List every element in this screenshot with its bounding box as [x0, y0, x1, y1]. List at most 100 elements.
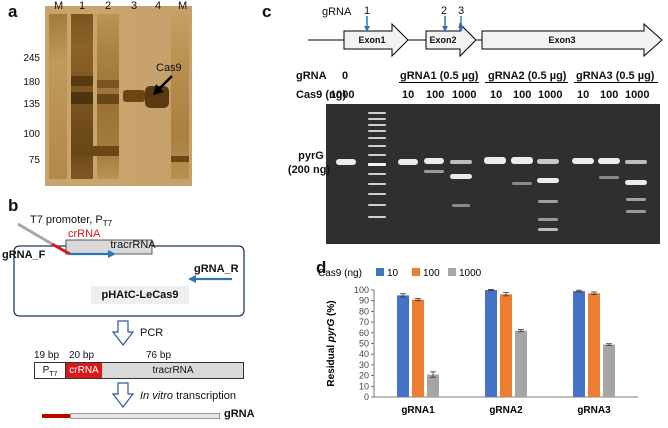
site-label: 3	[458, 5, 465, 17]
bar-gRNA2-1000	[515, 330, 527, 397]
gel-band	[71, 76, 93, 86]
pt7-segment: PT7	[35, 363, 66, 378]
marker-label: 180	[23, 77, 40, 88]
gel-band	[538, 200, 558, 203]
legend-swatch	[448, 268, 456, 276]
x-tick-label: gRNA2	[489, 405, 523, 416]
site-label: 1	[364, 5, 371, 17]
y-tick-label: 80	[359, 306, 369, 316]
gel-band	[537, 159, 559, 164]
group-underline	[485, 82, 568, 83]
group-underline	[574, 82, 658, 83]
y-tick-label: 20	[359, 371, 369, 381]
gel-band	[538, 228, 558, 231]
y-tick-label: 60	[359, 328, 369, 338]
x-tick-label: gRNA3	[577, 405, 611, 416]
pcr-product: PT7 crRNA tracrRNA	[34, 362, 244, 379]
gel-band	[71, 92, 93, 104]
bar-gRNA1-10	[397, 295, 409, 397]
group-label: gRNA2 (0.5 µg)	[488, 70, 567, 82]
gel-band	[598, 158, 620, 164]
dose-label: 100	[426, 89, 445, 101]
y-axis-label: Residual pyrG (%)	[326, 300, 337, 386]
y-tick-label: 100	[354, 285, 369, 295]
plasmid-label: pHAtC-LeCas9	[91, 286, 189, 304]
exon-label: Exon3	[548, 35, 576, 45]
group-label: gRNA3 (0.5 µg)	[576, 70, 655, 82]
bar-gRNA1-1000	[427, 374, 439, 397]
down-arrow-icon	[112, 382, 134, 408]
gel-band	[424, 158, 444, 164]
bar-gRNA3-100	[588, 293, 600, 397]
size-label: 76 bp	[146, 350, 172, 361]
y-tick-label: 40	[359, 349, 369, 359]
dose-label: 1000	[625, 89, 650, 101]
panel-c-label: c	[262, 2, 272, 21]
gel-lane-3-band	[123, 90, 145, 102]
gel-lane-marker-2	[171, 14, 189, 179]
dose-label: 10	[490, 89, 503, 101]
lane-label: 4	[155, 0, 162, 12]
legend-entry: 1000	[459, 268, 482, 279]
dose-label: 100	[600, 89, 619, 101]
lane-label: M	[54, 0, 64, 12]
lane-label: 2	[105, 0, 112, 12]
lane-label: 3	[131, 0, 138, 12]
group-underline	[399, 82, 479, 83]
tracrrna-segment: tracrRNA	[152, 365, 194, 376]
dose-label: 10	[402, 89, 415, 101]
gel-band	[424, 170, 444, 173]
y-tick-label: 0	[364, 392, 369, 402]
control-cas9-value: 1000	[330, 89, 355, 101]
gel-band	[626, 198, 646, 201]
gel-lane-marker-1	[49, 14, 67, 179]
legend-swatch	[376, 268, 384, 276]
dose-label: 1000	[538, 89, 563, 101]
grna-sites-label: gRNA	[322, 6, 352, 18]
gene-map-diagram	[308, 16, 663, 58]
y-tick-label: 70	[359, 317, 369, 327]
row-cas9-label: Cas9 (ng)	[296, 89, 347, 101]
down-arrow-icon	[112, 320, 134, 346]
gel-band	[625, 160, 647, 164]
exon-label: Exon1	[358, 35, 386, 45]
agarose-gel	[326, 104, 660, 244]
panel-b-label: b	[8, 196, 19, 215]
pyrg-label: pyrG	[298, 150, 324, 162]
panel-a-label: a	[8, 2, 18, 21]
t7-promoter-label: T7 promoter, PT7	[30, 214, 113, 229]
exon-label: Exon2	[429, 35, 457, 45]
pyrg-amount-label: (200 ng)	[287, 164, 331, 176]
bar-gRNA2-100	[500, 294, 512, 397]
gel-band	[97, 94, 119, 104]
gel-band	[512, 182, 532, 185]
size-label: 20 bp	[69, 350, 95, 361]
bar-gRNA3-1000	[603, 344, 615, 397]
dose-label: 100	[513, 89, 532, 101]
control-grna-value: 0	[341, 70, 349, 82]
gel-band	[572, 158, 594, 164]
size-label: 19 bp	[34, 350, 60, 361]
gel-band	[626, 210, 646, 213]
gel-band	[71, 146, 119, 156]
gel-band	[511, 157, 533, 164]
legend-entry: 100	[423, 268, 440, 279]
grna-crrna-part	[42, 414, 70, 418]
cas9-arrow-icon	[153, 75, 173, 95]
bar-gRNA1-100	[412, 299, 424, 397]
gel-band	[450, 174, 472, 179]
gel-band	[538, 218, 558, 221]
crrna-segment: crRNA	[66, 363, 102, 378]
legend-entry: 10	[387, 268, 399, 279]
x-tick-label: gRNA1	[401, 405, 435, 416]
marker-label: 245	[23, 53, 40, 64]
primer-f-label: gRNA_F	[2, 249, 46, 261]
gel-band	[599, 176, 619, 179]
grna-product-label: gRNA	[224, 408, 255, 420]
gel-band	[484, 157, 506, 164]
ivt-label: In vitro transcription	[140, 390, 236, 402]
gel-band	[537, 178, 559, 183]
y-tick-label: 30	[359, 360, 369, 370]
group-label: gRNA1 (0.5 µg)	[400, 70, 479, 82]
lane-label: M	[178, 0, 188, 12]
